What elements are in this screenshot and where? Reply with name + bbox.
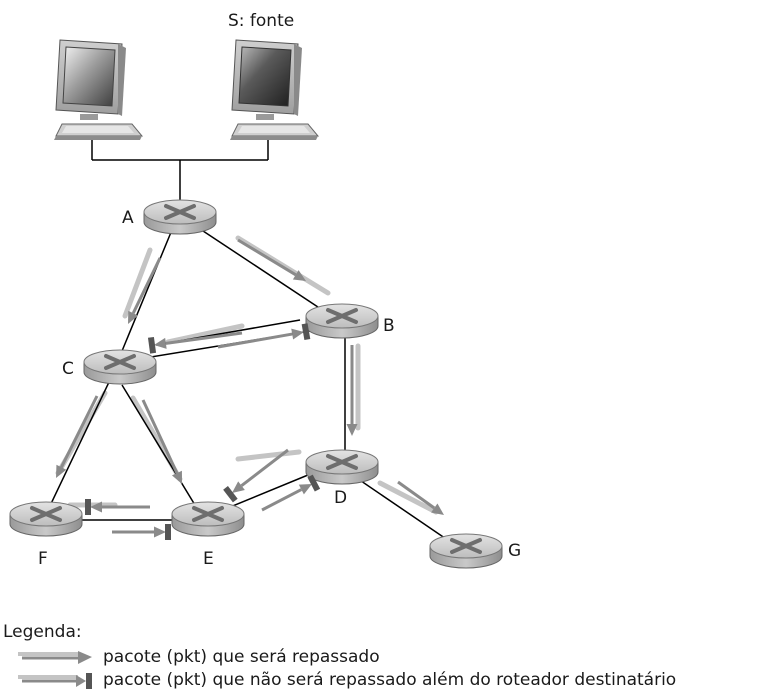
legend-not-forwarded-symbol: [18, 673, 92, 689]
arrow-a-to-c: [128, 257, 162, 324]
link-a-b: [193, 224, 331, 316]
node-label-a: A: [122, 208, 134, 228]
node-label-f: F: [38, 549, 48, 569]
node-label-d: D: [334, 488, 347, 508]
computer-icon: [230, 39, 320, 140]
legend-forwarded-symbol: [18, 651, 92, 664]
router-c: [83, 349, 157, 385]
arrow-d-to-g: [397, 480, 444, 515]
arrow-e-to-d: [261, 474, 321, 512]
legend-title: Legenda:: [3, 622, 82, 642]
legend: Legenda: pacote (pkt) que será repassado…: [3, 622, 676, 690]
arrow-c-to-e: [141, 399, 182, 484]
arrow-b-to-d: [346, 345, 358, 436]
link-c-e: [121, 384, 199, 511]
source-label: S: fonte: [228, 11, 294, 31]
router-d: [305, 449, 379, 485]
arrow-b-to-c: [147, 331, 243, 354]
network-links: [47, 224, 456, 546]
router-b: [305, 303, 379, 339]
link-d-g: [344, 469, 456, 546]
node-label-b: B: [383, 316, 395, 336]
arrow-f-to-e: [112, 524, 171, 540]
arrow-c-to-f: [56, 395, 99, 478]
arrow-c-to-b: [217, 323, 311, 349]
arrow-d-to-e: [223, 448, 289, 503]
packet-arrows: [56, 238, 444, 540]
legend-not-forwarded-text: pacote (pkt) que não será repassado além…: [103, 670, 676, 690]
link-a-c: [121, 224, 175, 352]
node-label-c: C: [62, 359, 74, 379]
arrow-a-to-b: [237, 238, 306, 281]
lan-wiring: [91, 130, 269, 200]
router-e: [171, 501, 245, 537]
link-c-f: [47, 379, 111, 511]
router-g: [429, 533, 503, 569]
router-f: [9, 501, 83, 537]
legend-forwarded-text: pacote (pkt) que será repassado: [103, 647, 380, 667]
computer-icon: [54, 39, 144, 140]
node-label-e: E: [203, 549, 214, 569]
node-label-g: G: [508, 541, 521, 561]
arrow-e-to-f: [85, 499, 150, 515]
router-a: [143, 199, 217, 235]
